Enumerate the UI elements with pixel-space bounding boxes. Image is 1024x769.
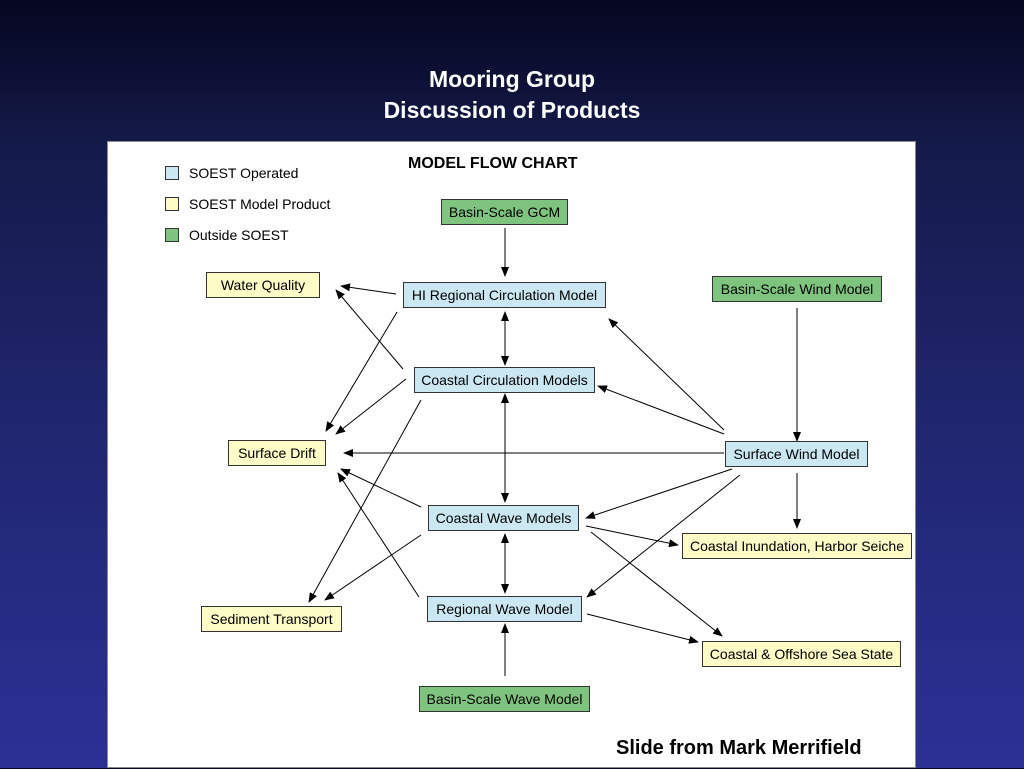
- edge-regional-wave-to-sea-state: [586, 613, 699, 644]
- edge-coastal-wave-to-coastal-inundation: [585, 525, 679, 548]
- node-basin-scale-gcm: Basin-Scale GCM: [441, 199, 568, 225]
- edge-coastal-wave-to-surface-drift: [340, 468, 422, 508]
- edge-coastal-circ-to-sediment: [308, 399, 422, 603]
- edge-coastal-circ-to-water-quality: [335, 289, 404, 370]
- flow-chart-panel: MODEL FLOW CHART SOEST Operated SOEST Mo…: [107, 141, 916, 768]
- edge-hi-regional-to-surface-drift: [325, 311, 398, 432]
- node-sediment-transport: Sediment Transport: [201, 606, 342, 632]
- edge-surface-wind-to-coastal-wave: [585, 468, 733, 519]
- node-coastal-inundation-harbor-seiche: Coastal Inundation, Harbor Seiche: [682, 533, 912, 559]
- legend-swatch-outside-soest: [165, 228, 179, 242]
- node-regional-wave-model: Regional Wave Model: [427, 596, 582, 622]
- slide-title: Mooring Group Discussion of Products: [0, 64, 1024, 126]
- node-basin-scale-wave-model: Basin-Scale Wave Model: [419, 686, 590, 712]
- legend-swatch-soest-model-product: [165, 197, 179, 211]
- node-surface-wind-model: Surface Wind Model: [725, 441, 868, 467]
- edge-coastal-wave-to-sea-state: [590, 531, 723, 637]
- slide-title-line-2: Discussion of Products: [383, 97, 641, 123]
- node-hi-regional-circulation-model: HI Regional Circulation Model: [403, 282, 606, 308]
- node-water-quality: Water Quality: [206, 272, 320, 298]
- edge-surface-wind-to-coastal-circ: [597, 385, 725, 435]
- legend-swatch-soest-operated: [165, 166, 179, 180]
- edge-coastal-circ-to-surface-drift: [335, 378, 407, 435]
- legend-label: SOEST Operated: [189, 165, 299, 181]
- edge-coastal-wave-to-sediment: [324, 534, 422, 601]
- edge-surface-wind-to-hi-regional: [608, 318, 725, 431]
- node-surface-drift: Surface Drift: [228, 440, 326, 466]
- node-coastal-wave-models: Coastal Wave Models: [428, 505, 579, 531]
- slide-credit: Slide from Mark Merrifield: [616, 737, 862, 759]
- edge-regional-wave-to-surface-drift: [337, 472, 420, 598]
- edge-surface-wind-to-regional-wave: [586, 474, 741, 598]
- legend-label: Outside SOEST: [189, 227, 289, 243]
- node-coastal-offshore-sea-state: Coastal & Offshore Sea State: [702, 641, 901, 667]
- node-basin-scale-wind-model: Basin-Scale Wind Model: [712, 276, 882, 302]
- chart-title: MODEL FLOW CHART: [408, 155, 578, 172]
- edge-hi-regional-to-water-quality: [340, 283, 397, 295]
- flow-chart-edges: [308, 228, 801, 676]
- slide-title-line-1: Mooring Group: [428, 66, 596, 92]
- node-coastal-circulation-models: Coastal Circulation Models: [414, 367, 595, 393]
- legend-label: SOEST Model Product: [189, 196, 331, 212]
